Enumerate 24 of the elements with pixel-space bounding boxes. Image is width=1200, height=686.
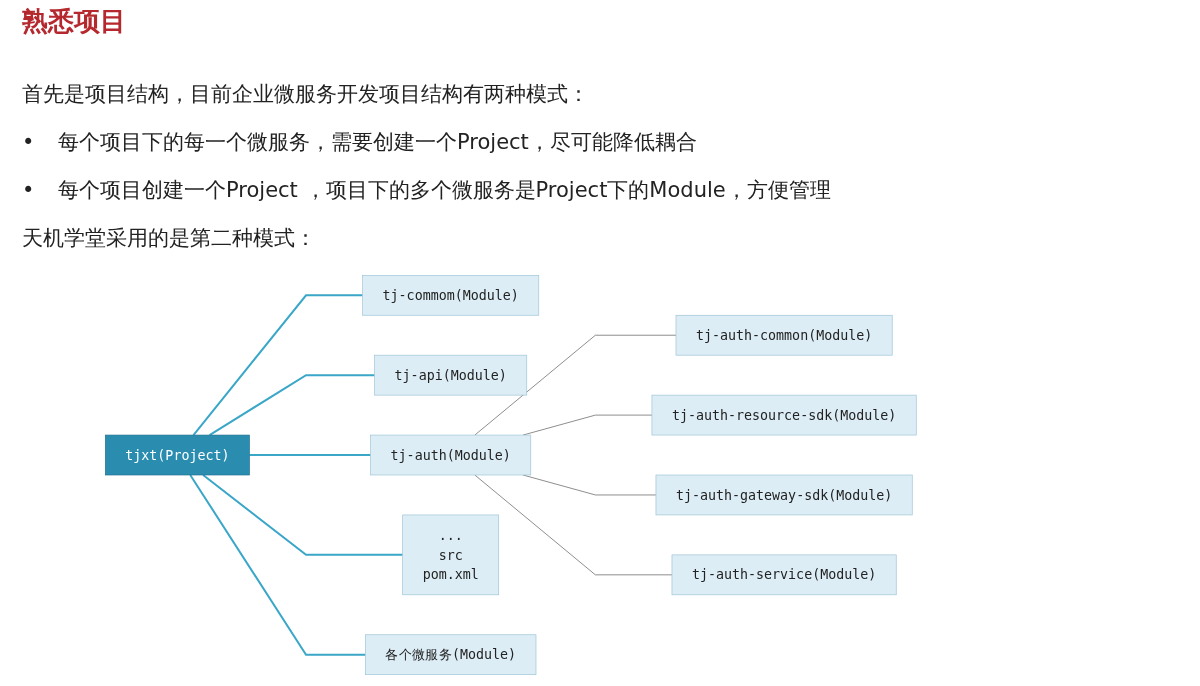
node-box: tjxt(Project) bbox=[105, 434, 250, 476]
bullet-mark: • bbox=[22, 130, 36, 154]
node-box: tj-commom(Module) bbox=[362, 275, 540, 316]
connector bbox=[248, 454, 372, 457]
node-box: tj-auth(Module) bbox=[370, 434, 532, 476]
node-box: tj-auth-gateway-sdk(Module) bbox=[655, 474, 913, 516]
connector bbox=[202, 474, 404, 556]
node-box: tj-api(Module) bbox=[374, 354, 528, 396]
node-box: tj-auth-common(Module) bbox=[675, 314, 893, 356]
connector bbox=[189, 474, 367, 656]
text-line: 每个项目下的每一个微服务，需要创建一个Project，尽可能降低耦合 bbox=[58, 130, 697, 154]
node-box: 各个微服务(Module) bbox=[365, 634, 537, 675]
connector bbox=[474, 334, 677, 436]
text-line: 每个项目创建一个Project ，项目下的多个微服务是Project下的Module，方便管理 bbox=[58, 178, 831, 202]
connector bbox=[192, 294, 364, 437]
connector bbox=[208, 374, 376, 437]
node-box: tj-auth-service(Module) bbox=[671, 554, 897, 596]
bullet-mark: • bbox=[22, 178, 36, 202]
slide-title: 熟悉项目 bbox=[22, 5, 126, 38]
node-box: ... src pom.xml bbox=[402, 514, 500, 596]
text-line: 天机学堂采用的是第二种模式： bbox=[22, 226, 316, 250]
node-box: tj-auth-resource-sdk(Module) bbox=[651, 394, 917, 436]
connector bbox=[474, 474, 673, 576]
text-line: 首先是项目结构，目前企业微服务开发项目结构有两种模式： bbox=[22, 82, 589, 106]
